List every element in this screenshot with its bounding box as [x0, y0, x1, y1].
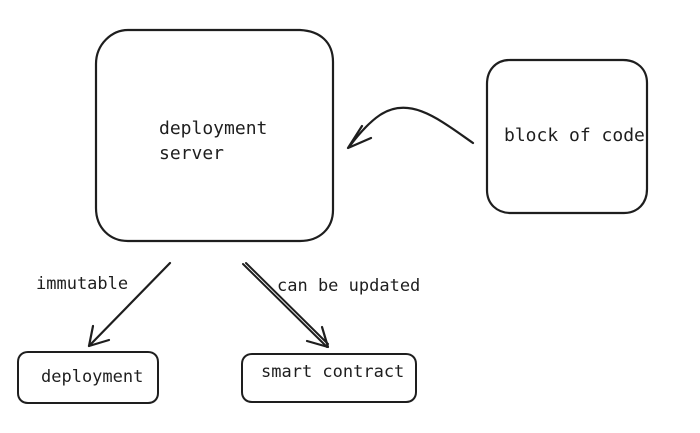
deployment-server-label-line2: server	[159, 143, 225, 164]
arrowhead-block-to-server	[346, 124, 373, 150]
deployment-label: deployment	[41, 367, 144, 387]
arrow-server-to-smart-contract	[242, 262, 329, 348]
deployment-server-label-line1: deployment	[159, 118, 268, 139]
deployment-server-box[interactable]	[94, 28, 335, 243]
arrowhead-server-to-smart-contract	[305, 325, 330, 349]
block-of-code-box[interactable]	[485, 58, 649, 215]
block-of-code-label: block of code	[504, 125, 645, 146]
deployment-box[interactable]	[17, 351, 159, 404]
arrow-block-to-server	[347, 106, 475, 149]
arrowhead-server-to-deployment	[87, 324, 111, 348]
arrow-server-to-deployment	[87, 261, 172, 348]
edge-label-immutable: immutable	[36, 274, 129, 294]
edge-label-can-be-updated: can be updated	[277, 276, 421, 296]
smart-contract-box[interactable]	[241, 353, 417, 403]
smart-contract-label: smart contract	[261, 362, 405, 382]
